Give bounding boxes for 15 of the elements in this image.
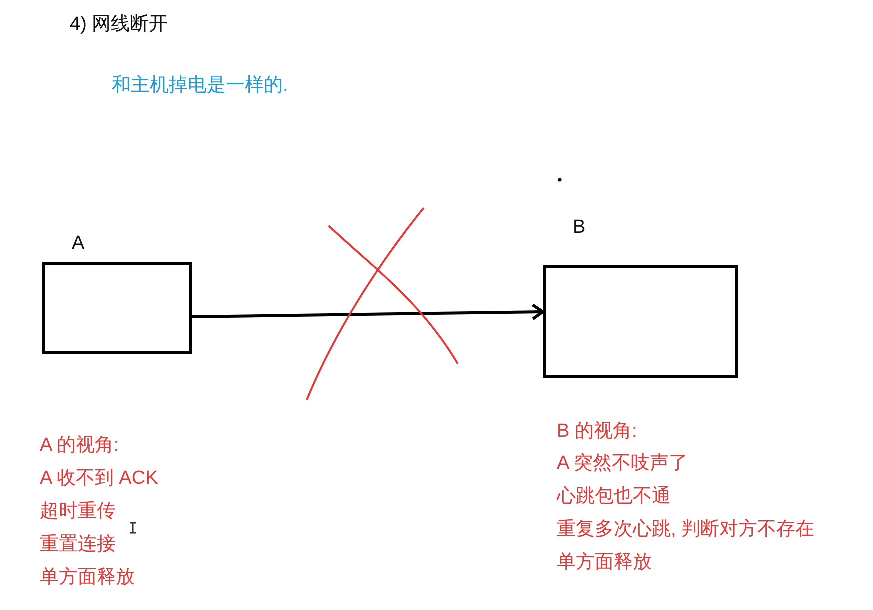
box-label: A	[72, 234, 85, 253]
box-label: B	[573, 218, 586, 237]
arrow	[192, 304, 544, 321]
list-item: 单方面释放	[557, 552, 652, 575]
list-item: A 突然不吱声了	[557, 453, 688, 476]
list-item: A 收不到 ACK	[40, 468, 158, 491]
list-item: 重复多次心跳, 判断对方不存在	[557, 519, 815, 542]
list-item: B 的视角:	[557, 421, 638, 444]
list-item: 超时重传	[40, 501, 116, 524]
list-item: A 的视角:	[40, 435, 120, 458]
note-text: 和主机掉电是一样的.	[112, 75, 288, 98]
list-item: 单方面释放	[40, 567, 135, 590]
list-item: 心跳包也不通	[557, 486, 671, 509]
heading: 4) 网线断开	[70, 14, 168, 37]
list-item: 重置连接	[40, 534, 116, 557]
